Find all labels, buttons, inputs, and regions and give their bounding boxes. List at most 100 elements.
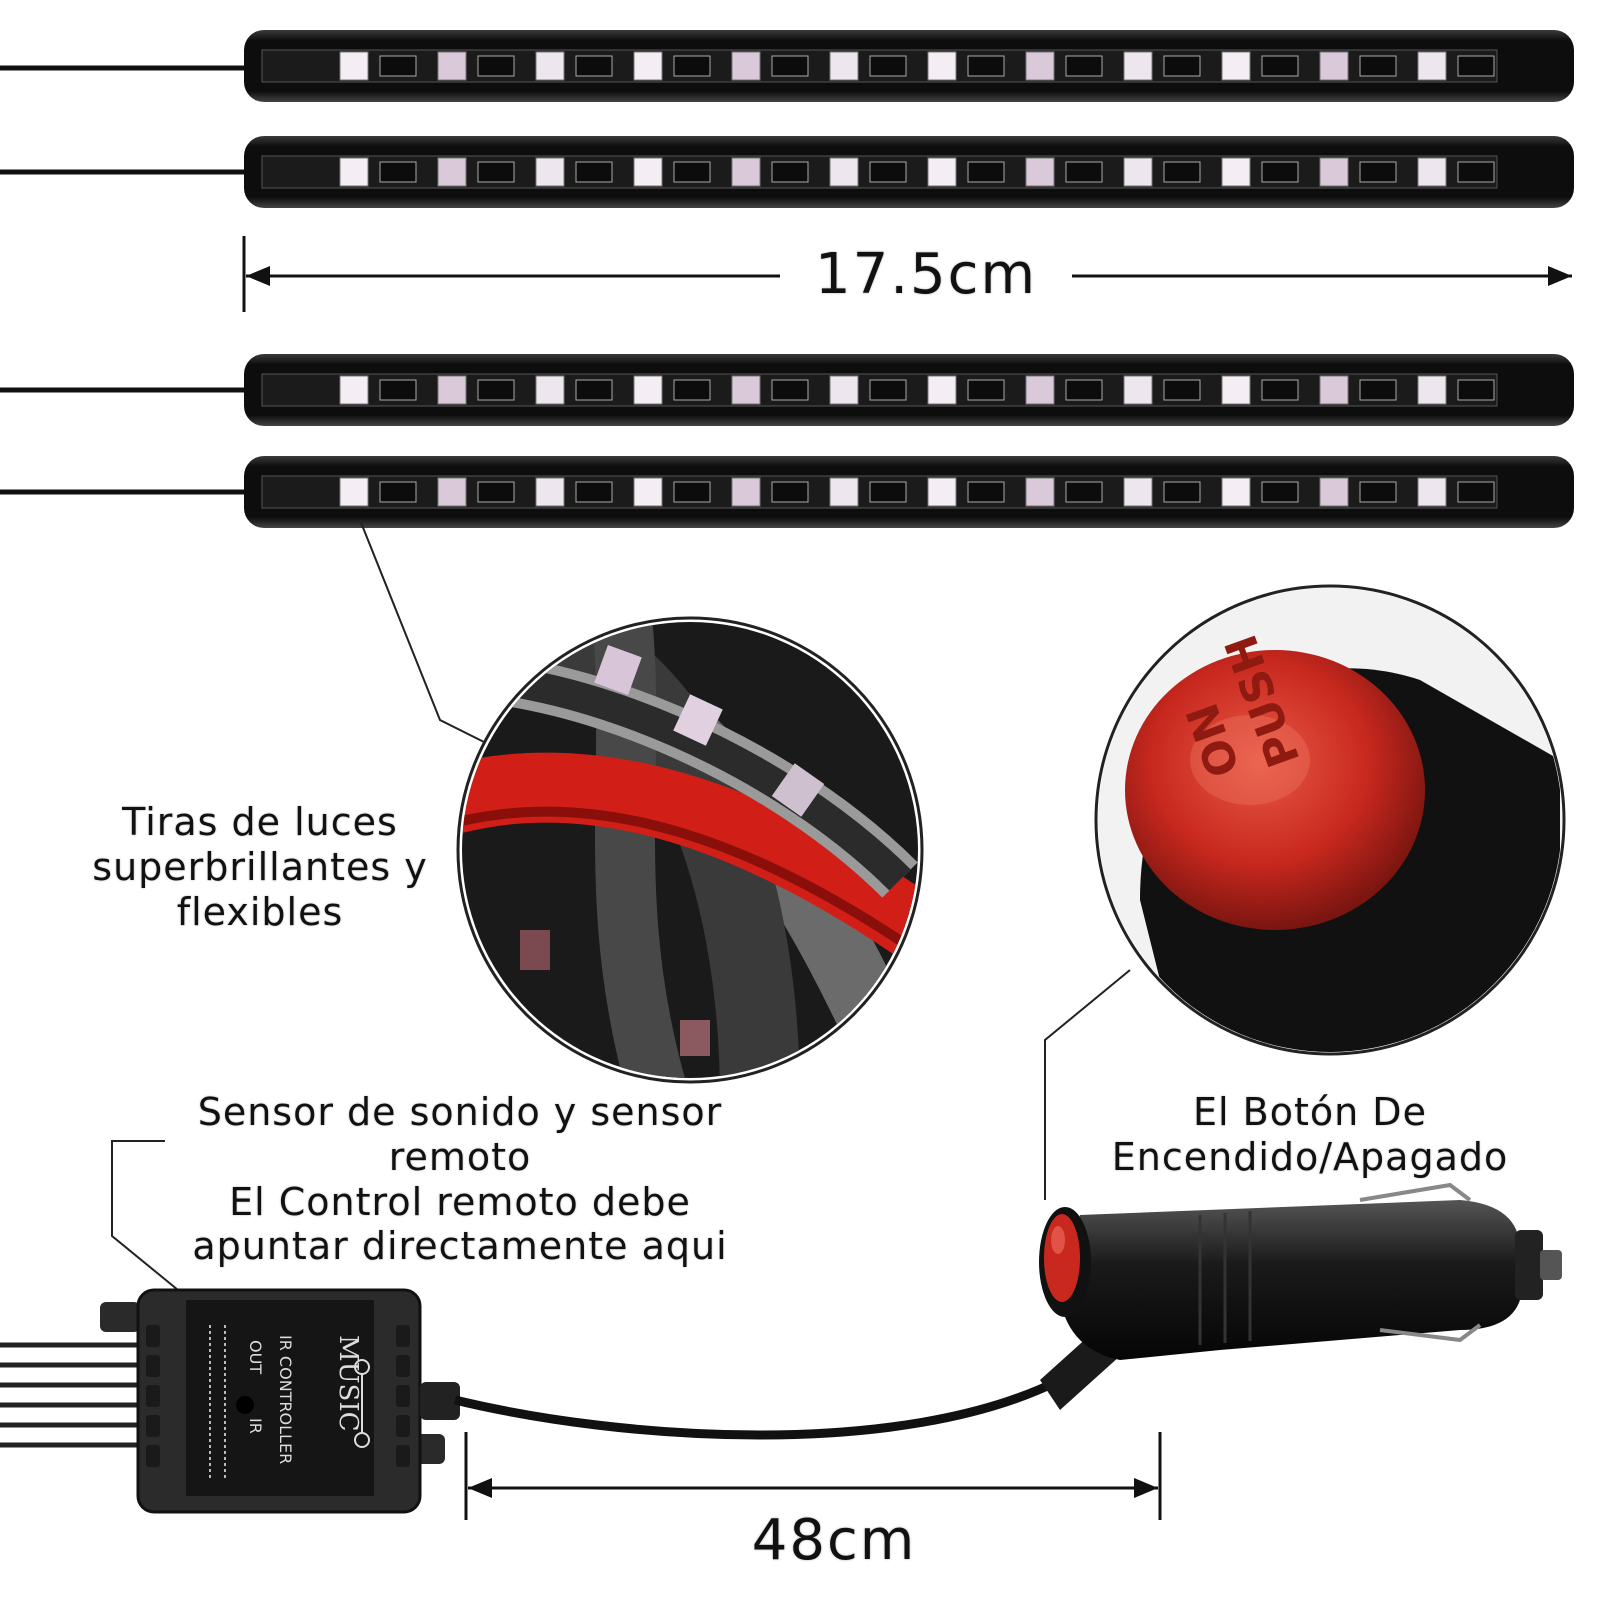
plug-power-button (1044, 1214, 1080, 1302)
led-chip (1025, 51, 1055, 81)
led-chip (1417, 477, 1447, 507)
resistor-block (575, 161, 613, 183)
sensor-callout-line-1: Sensor de sonido y sensor (197, 1090, 723, 1134)
resistor-block (1359, 379, 1397, 401)
resistor-block (575, 481, 613, 503)
led-chip (1417, 51, 1447, 81)
led-chip (339, 477, 369, 507)
led-chip (829, 51, 859, 81)
button-zoom-circle: ON PUSH (1094, 584, 1566, 1056)
power-button-cap (1125, 650, 1425, 930)
resistor-block (771, 55, 809, 77)
resistor-block (1163, 481, 1201, 503)
resistor-block (673, 161, 711, 183)
resistor-block (869, 161, 907, 183)
led-chip (1221, 375, 1251, 405)
button-callout-line-1: El Botón De (1193, 1090, 1427, 1134)
resistor-block (673, 379, 711, 401)
strips-callout-line-3: flexibles (176, 889, 344, 934)
led-chip (1417, 157, 1447, 187)
led-chip (633, 51, 663, 81)
resistor-block (1457, 379, 1495, 401)
led-chip (1025, 375, 1055, 405)
led-chip (1025, 157, 1055, 187)
led-chip (437, 157, 467, 187)
led-chip (633, 477, 663, 507)
resistor-block (477, 55, 515, 77)
cable-length-dimension-line (464, 1432, 1162, 1520)
strips-callout-line-2: superbrillantes y (92, 844, 428, 889)
controller-output-cables (0, 1342, 140, 1448)
led-chip (1319, 477, 1349, 507)
controller-port-ir: IR (246, 1418, 265, 1434)
controller-model: IR CONTROLLER (276, 1335, 295, 1464)
led-chip (1319, 157, 1349, 187)
led-chip (535, 375, 565, 405)
resistor-block (771, 481, 809, 503)
resistor-block (379, 481, 417, 503)
resistor-block (967, 161, 1005, 183)
led-chip (339, 157, 369, 187)
resistor-block (967, 55, 1005, 77)
resistor-block (575, 55, 613, 77)
cigarette-lighter-plug (1039, 1182, 1562, 1360)
resistor-block (477, 379, 515, 401)
resistor-block (967, 379, 1005, 401)
led-chip (535, 477, 565, 507)
resistor-block (379, 379, 417, 401)
strip-length-label: 17.5cm (780, 242, 1072, 307)
sensor-callout-line-3: El Control remoto debe (229, 1179, 691, 1224)
led-chip (829, 375, 859, 405)
led-chip (1417, 375, 1447, 405)
led-chip (731, 375, 761, 405)
resistor-block (869, 379, 907, 401)
led-chip (1221, 477, 1251, 507)
resistor-block (771, 161, 809, 183)
led-chip (927, 51, 957, 81)
resistor-block (1359, 161, 1397, 183)
resistor-block (1261, 481, 1299, 503)
resistor-block (1261, 55, 1299, 77)
led-chip (633, 375, 663, 405)
led-chip (1319, 51, 1349, 81)
led-chip (731, 51, 761, 81)
power-cable (453, 1326, 1134, 1440)
resistor-block (1261, 161, 1299, 183)
cable-length-label: 48cm (751, 1508, 917, 1573)
resistor-block (477, 481, 515, 503)
resistor-block (967, 481, 1005, 503)
led-chip (829, 477, 859, 507)
resistor-block (1163, 161, 1201, 183)
led-chip (1123, 477, 1153, 507)
sensor-leader-line (111, 1140, 179, 1291)
ir-sensor-window (236, 1396, 254, 1414)
box-strain-relief (420, 1382, 460, 1420)
resistor-block (1163, 379, 1201, 401)
button-callout-line-2: Encendido/Apagado (1111, 1134, 1509, 1179)
led-chip (1123, 51, 1153, 81)
resistor-block (1163, 55, 1201, 77)
led-chip (535, 51, 565, 81)
led-chip (731, 477, 761, 507)
sensor-callout-line-2: remoto (388, 1134, 532, 1179)
resistor-block (1457, 161, 1495, 183)
resistor-block (673, 481, 711, 503)
led-chip (927, 157, 957, 187)
resistor-block (869, 55, 907, 77)
led-chip (927, 375, 957, 405)
resistor-block (575, 379, 613, 401)
resistor-block (1359, 55, 1397, 77)
led-chip (1221, 157, 1251, 187)
resistor-block (1065, 55, 1103, 77)
resistor-block (379, 161, 417, 183)
strips-callout-line-1: Tiras de luces (122, 800, 398, 844)
led-chip (437, 51, 467, 81)
led-chip (1319, 375, 1349, 405)
led-chip (1123, 375, 1153, 405)
strips-callout: Tiras de luces superbrillantes y flexibl… (70, 800, 450, 934)
strip-length-dimension-line (242, 236, 1572, 312)
resistor-block (1065, 481, 1103, 503)
led-chip (1025, 477, 1055, 507)
led-chip (829, 157, 859, 187)
led-chip (437, 477, 467, 507)
